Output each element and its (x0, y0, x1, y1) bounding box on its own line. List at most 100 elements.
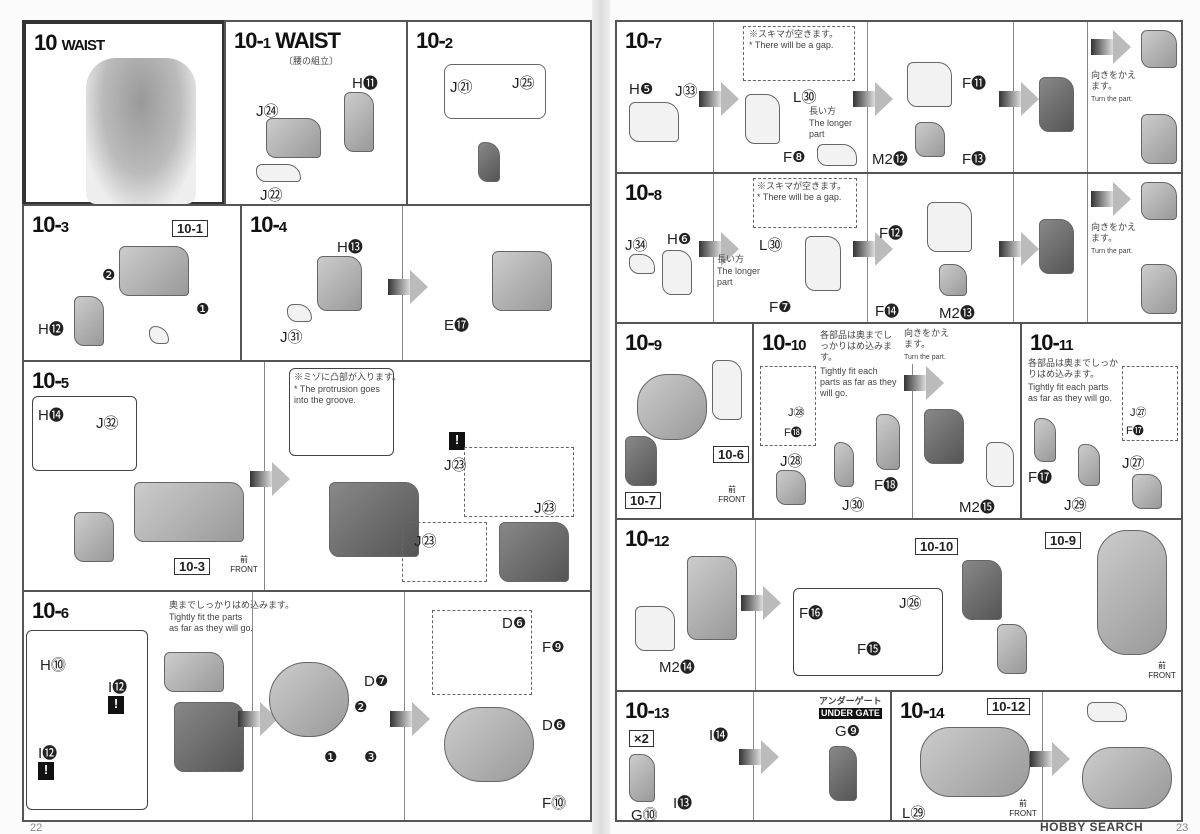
step-10-6: 10-6 奥までしっかりはめ込みます。 Tightly fit the part… (22, 590, 592, 822)
part-label: J㉓ (414, 533, 437, 550)
longer-part-jp: 長い方 (717, 254, 745, 264)
part-label: J㉖ (899, 595, 922, 612)
step-reference: 10-7 (625, 492, 662, 509)
part-label: F❽ (783, 149, 806, 166)
part-small (149, 326, 169, 344)
part-f17 (1034, 418, 1056, 462)
part-label: H⓮ (38, 407, 64, 424)
step-number: 10- (1030, 330, 1060, 355)
step-reference: 10-10 (915, 538, 959, 555)
part-label: F⓭ (962, 151, 987, 168)
detail-box (464, 447, 574, 517)
part-waist-assembly (134, 482, 244, 542)
step-10-13: 10-13 ×2 G⓾ I⓮ I⓭ アンダーゲート UNDER GATE G❾ (615, 690, 892, 824)
front-jp: 前 (240, 555, 248, 564)
step-number: 10- (32, 212, 62, 237)
step-number: 10- (625, 180, 655, 205)
step-number: 10- (625, 526, 655, 551)
note-en: Tightly fit each parts as far as they wi… (820, 366, 897, 398)
part-armor (712, 360, 742, 420)
part-label: L㉙ (902, 805, 926, 822)
part-assembly (329, 482, 419, 557)
part-label: G❾ (835, 723, 861, 740)
caution-icon: ! (38, 762, 54, 780)
next-arrow (741, 586, 781, 620)
part-waist-assembly (920, 727, 1030, 797)
longer-part-jp: 長い方 (809, 106, 837, 116)
part-label: J㉔ (256, 103, 279, 120)
part-assembly (1141, 30, 1177, 68)
step-sub: 9 (653, 337, 662, 354)
gap-note-box (743, 26, 855, 81)
part-label: F⓱ (1028, 469, 1053, 486)
step-reference: 10-1 (172, 220, 209, 237)
next-arrow (699, 232, 739, 266)
note-en: as far as they will go. (169, 623, 254, 633)
step-sub: 10 (790, 337, 807, 354)
part-label: F⓰ (799, 605, 824, 622)
next-arrow (238, 702, 278, 736)
divider (404, 592, 405, 820)
part-label: H⓫ (352, 75, 378, 92)
part-label: J㉞ (625, 237, 648, 254)
part-assembly (1039, 77, 1074, 132)
part-m2-15 (986, 442, 1014, 487)
step-sub: 8 (653, 187, 662, 204)
page-number: 22 (30, 822, 43, 834)
part-j30 (834, 442, 854, 487)
gap-note-box (753, 178, 857, 228)
step-reference: 10-3 (174, 558, 211, 575)
front-label: FRONT (1148, 671, 1176, 680)
part-m2-13 (939, 264, 967, 296)
note-jp: 奥までしっかりはめ込みます。 (169, 600, 295, 610)
page-number: 23 (1176, 822, 1189, 834)
gap-note-jp: ※スキマが空きます。 (757, 181, 847, 191)
step-number: 10- (625, 698, 655, 723)
step-reference: 10-9 (1045, 532, 1082, 549)
step-number: 10- (416, 28, 446, 53)
part-j22 (256, 164, 301, 182)
part-label: E⓱ (444, 317, 470, 334)
part-waist-core (444, 707, 534, 782)
part-label: J㉘ (788, 407, 805, 419)
part-label: M2⓯ (959, 499, 995, 516)
turn-note-en: Turn the part. (904, 354, 946, 361)
turn-note-jp: 向きをかえます。 (1091, 70, 1137, 91)
front-jp: 前 (1158, 661, 1166, 670)
detail-box (402, 522, 487, 582)
part-label: J㉓ (534, 500, 557, 517)
step-sub: 12 (653, 533, 670, 550)
note-jp: 各部品は奥までしっかりはめ込みます。 (1028, 358, 1119, 379)
turn-note-jp: 向きをかえます。 (1091, 222, 1137, 243)
part-label: H⓬ (38, 321, 64, 338)
next-arrow (388, 270, 428, 304)
part-assembly (478, 142, 500, 182)
turn-note-en: Turn the part. (1091, 96, 1133, 103)
step-number: 10- (625, 330, 655, 355)
part-g10 (629, 754, 655, 802)
part-assembly (1039, 219, 1074, 274)
part-m2-14 (635, 606, 675, 651)
step-order: ❷ (102, 267, 116, 284)
part-waist (119, 246, 189, 296)
part-label: D❼ (364, 673, 389, 690)
step-sub: 14 (928, 705, 945, 722)
step-number: 10- (32, 368, 62, 393)
part-assembly (907, 62, 952, 107)
front-jp: 前 (728, 485, 736, 494)
part-waist-core (637, 374, 707, 440)
front-label: FRONT (1009, 809, 1037, 818)
step-sub: 2 (444, 35, 453, 52)
next-arrow (1030, 742, 1070, 776)
longer-part-en: The longer part (717, 266, 761, 287)
under-gate-label: UNDER GATE (819, 708, 882, 719)
part-label: J㉑ (450, 79, 473, 96)
next-arrow (739, 740, 779, 774)
step-title: WAIST (61, 37, 105, 54)
part-label: F⓲ (874, 477, 899, 494)
part-label: J㉚ (842, 497, 865, 514)
divider (1087, 22, 1088, 172)
part-j29 (1078, 444, 1100, 486)
